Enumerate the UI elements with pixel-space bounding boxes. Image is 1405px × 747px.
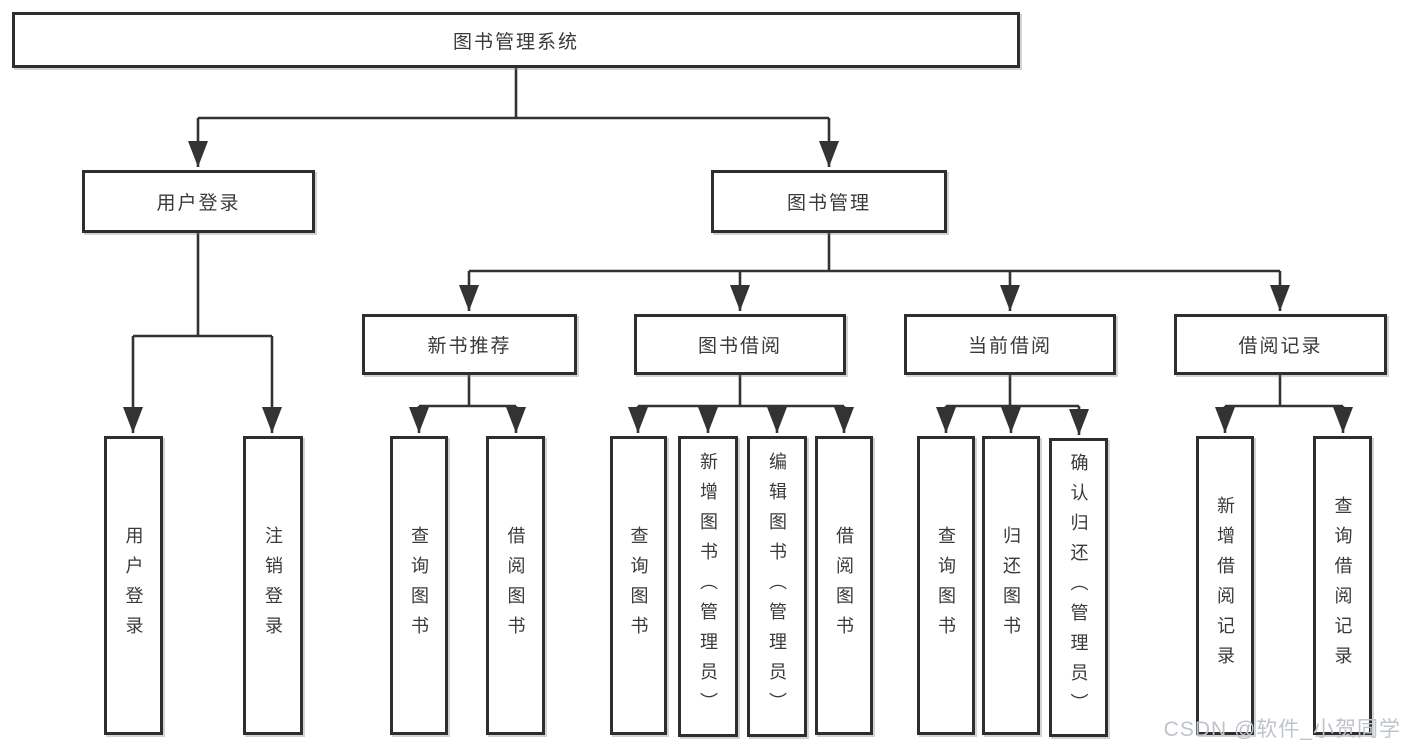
connector-book-mgmt-to-modules xyxy=(459,233,1290,311)
leaf-return-book: 归还图书 xyxy=(982,436,1040,735)
leaf-confirm-return-admin: 确认归还（管理员） xyxy=(1049,438,1108,737)
connector-borrow-records-to-leaves xyxy=(1215,375,1353,433)
leaf-edit-book-admin-label: 编辑图书（管理员） xyxy=(767,451,787,722)
leaf-recommend-query-books-label: 查询图书 xyxy=(409,525,429,646)
leaf-user-login-label: 用户登录 xyxy=(123,525,144,646)
node-borrow-records: 借阅记录 xyxy=(1174,314,1387,375)
root-node: 图书管理系统 xyxy=(12,12,1020,68)
connector-user-login-to-leaves xyxy=(123,233,282,433)
leaf-query-borrow-record-label: 查询借阅记录 xyxy=(1332,495,1353,676)
watermark: CSDN @软件_小贺同学 xyxy=(1163,718,1401,741)
leaf-add-borrow-record-label: 新增借阅记录 xyxy=(1215,495,1235,676)
leaf-user-login: 用户登录 xyxy=(104,436,163,735)
branch-user-login-label: 用户登录 xyxy=(156,193,241,214)
connector-current-borrow-to-leaves xyxy=(936,375,1089,435)
connector-book-borrow-to-leaves xyxy=(628,375,854,433)
node-book-borrow: 图书借阅 xyxy=(634,314,846,375)
connector-new-book-to-leaves xyxy=(409,375,526,433)
leaf-borrow-books: 借阅图书 xyxy=(815,436,873,735)
leaf-recommend-borrow-books-label: 借阅图书 xyxy=(505,525,526,646)
leaf-current-query-books-label: 查询图书 xyxy=(936,525,956,646)
node-current-borrow: 当前借阅 xyxy=(904,314,1116,375)
root-node-label: 图书管理系统 xyxy=(452,31,579,53)
branch-book-management-label: 图书管理 xyxy=(786,193,871,214)
leaf-borrow-books-label: 借阅图书 xyxy=(834,525,854,646)
leaf-logout-label: 注销登录 xyxy=(263,525,283,646)
node-book-borrow-label: 图书借阅 xyxy=(697,336,782,357)
leaf-add-book-admin: 新增图书（管理员） xyxy=(678,436,738,737)
leaf-borrow-query-books: 查询图书 xyxy=(610,436,667,735)
connector-root-to-branches xyxy=(188,68,839,167)
branch-user-login: 用户登录 xyxy=(82,170,315,233)
node-current-borrow-label: 当前借阅 xyxy=(967,336,1052,357)
leaf-confirm-return-admin-label: 确认归还（管理员） xyxy=(1068,452,1089,723)
leaf-recommend-query-books: 查询图书 xyxy=(390,436,448,735)
node-new-book-recommend: 新书推荐 xyxy=(362,314,577,375)
leaf-recommend-borrow-books: 借阅图书 xyxy=(486,436,545,735)
node-new-book-recommend-label: 新书推荐 xyxy=(427,336,512,357)
leaf-return-book-label: 归还图书 xyxy=(1001,525,1021,646)
node-borrow-records-label: 借阅记录 xyxy=(1238,336,1323,357)
branch-book-management: 图书管理 xyxy=(711,170,947,233)
leaf-borrow-query-books-label: 查询图书 xyxy=(628,525,649,646)
leaf-add-borrow-record: 新增借阅记录 xyxy=(1196,436,1254,735)
leaf-current-query-books: 查询图书 xyxy=(917,436,975,735)
leaf-edit-book-admin: 编辑图书（管理员） xyxy=(747,436,807,737)
leaf-add-book-admin-label: 新增图书（管理员） xyxy=(698,451,718,722)
leaf-logout: 注销登录 xyxy=(243,436,303,735)
leaf-query-borrow-record: 查询借阅记录 xyxy=(1313,436,1372,735)
